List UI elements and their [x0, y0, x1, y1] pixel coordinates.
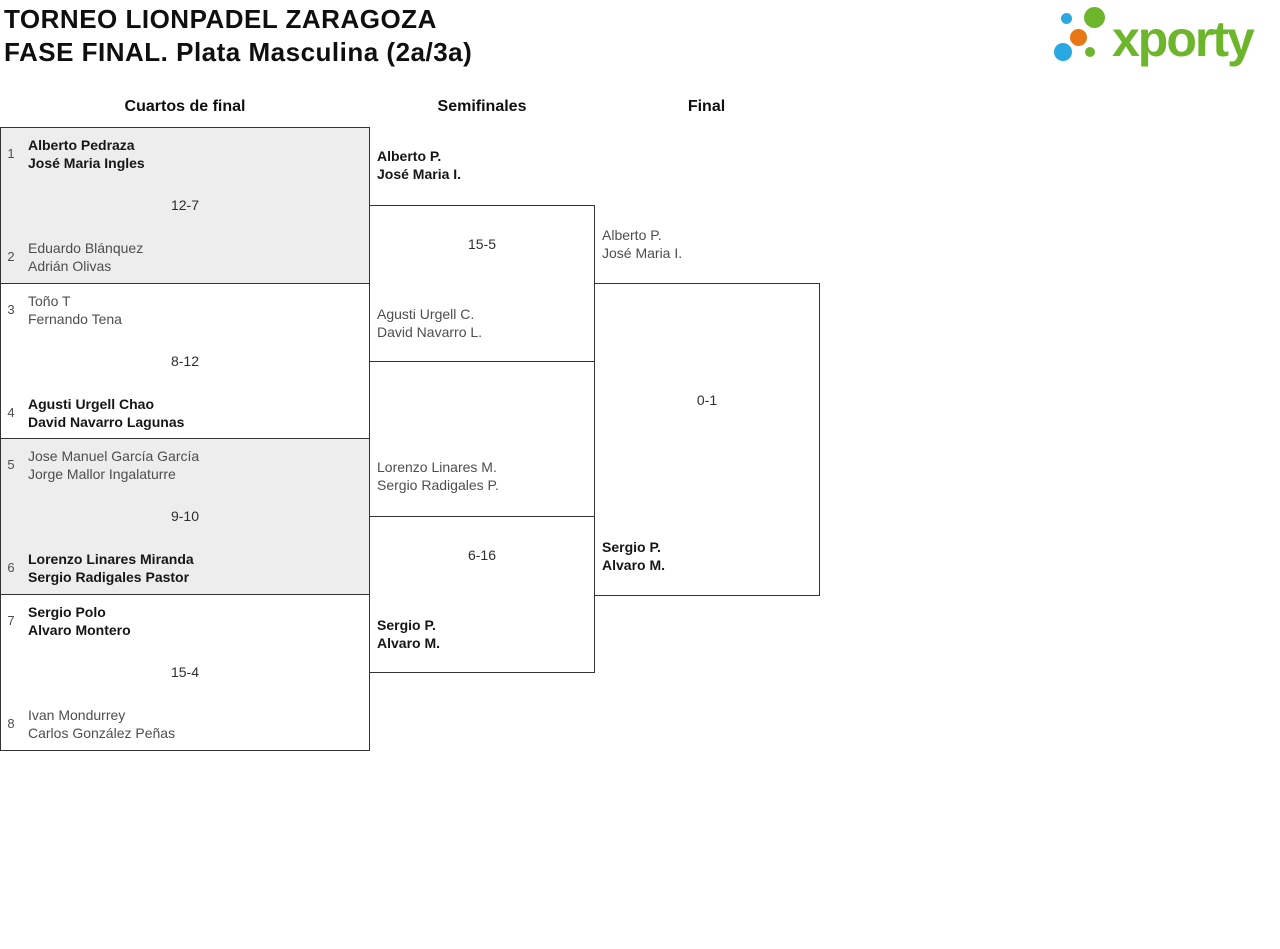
seed-qf3-top: 5	[7, 457, 15, 472]
player-name: David Navarro L.	[377, 324, 483, 340]
logo-wordmark: xporty	[1112, 11, 1255, 67]
match-box-qf1	[0, 127, 370, 284]
team-qf4-top: Sergio Polo Alvaro Montero	[28, 603, 131, 639]
team-qf2-bottom: Agusti Urgell Chao David Navarro Lagunas	[28, 395, 184, 431]
player-name: Alvaro M.	[602, 557, 666, 573]
logo-dot-blue-small-icon	[1061, 13, 1072, 24]
player-name: Fernando Tena	[28, 311, 122, 327]
team-qf4-bottom: Ivan Mondurrey Carlos González Peñas	[28, 706, 175, 742]
player-name: Ivan Mondurrey	[28, 707, 126, 723]
player-name: José Maria I.	[377, 166, 462, 182]
column-header-semifinals: Semifinales	[437, 98, 527, 115]
player-name: Lorenzo Linares M.	[377, 459, 497, 475]
player-name: Jose Manuel García García	[28, 448, 200, 464]
player-name: Sergio Radigales P.	[377, 477, 499, 493]
player-name: José Maria Ingles	[28, 155, 145, 171]
seed-qf1-top: 1	[7, 146, 15, 161]
seed-qf2-top: 3	[7, 302, 15, 317]
player-name: Agusti Urgell C.	[377, 306, 475, 322]
seed-qf4-bottom: 8	[7, 716, 15, 731]
page-title-line1: TORNEO LIONPADEL ZARAGOZA	[4, 4, 437, 34]
seed-qf1-bottom: 2	[7, 249, 15, 264]
page-title-line2: FASE FINAL. Plata Masculina (2a/3a)	[4, 37, 473, 67]
player-name: Alvaro M.	[377, 635, 441, 651]
score-qf2: 8-12	[170, 353, 200, 369]
player-name: Sergio P.	[377, 617, 436, 633]
player-name: Toño T	[28, 293, 71, 309]
score-sf1: 15-5	[467, 236, 497, 252]
player-name: Alberto P.	[602, 227, 662, 243]
score-sf2: 6-16	[467, 547, 497, 563]
logo-dot-green-small-icon	[1085, 47, 1095, 57]
team-sf2-top: Lorenzo Linares M. Sergio Radigales P.	[377, 458, 499, 494]
xporty-logo[interactable]: xporty	[1052, 0, 1280, 80]
team-qf3-bottom: Lorenzo Linares Miranda Sergio Radigales…	[28, 550, 194, 586]
score-qf3: 9-10	[170, 508, 200, 524]
player-name: Carlos González Peñas	[28, 725, 176, 741]
player-name: Eduardo Blánquez	[28, 240, 144, 256]
match-box-final	[594, 283, 820, 596]
score-final: 0-1	[696, 392, 718, 408]
player-name: Jorge Mallor Ingalaturre	[28, 466, 176, 482]
column-header-quarterfinals: Cuartos de final	[124, 98, 246, 115]
player-name: Alvaro Montero	[28, 622, 131, 638]
seed-qf4-top: 7	[7, 613, 15, 628]
team-qf1-bottom: Eduardo Blánquez Adrián Olivas	[28, 239, 143, 275]
player-name: Agusti Urgell Chao	[28, 396, 155, 412]
team-final-top: Alberto P. José Maria I.	[602, 226, 682, 262]
team-sf2-bottom: Sergio P. Alvaro M.	[377, 616, 440, 652]
player-name: Sergio P.	[602, 539, 661, 555]
column-header-final: Final	[687, 98, 726, 115]
match-box-qf3	[0, 438, 370, 595]
team-sf1-bottom: Agusti Urgell C. David Navarro L.	[377, 305, 482, 341]
seed-qf2-bottom: 4	[7, 405, 15, 420]
logo-dot-orange-icon	[1070, 29, 1087, 46]
score-qf4: 15-4	[170, 664, 200, 680]
seed-qf3-bottom: 6	[7, 560, 15, 575]
team-sf1-top: Alberto P. José Maria I.	[377, 147, 461, 183]
team-qf2-top: Toño T Fernando Tena	[28, 292, 122, 328]
player-name: Alberto P.	[377, 148, 442, 164]
score-qf1: 12-7	[170, 197, 200, 213]
player-name: Sergio Polo	[28, 604, 106, 620]
team-qf1-top: Alberto Pedraza José Maria Ingles	[28, 136, 145, 172]
logo-dot-blue-big-icon	[1054, 43, 1072, 61]
player-name: Alberto Pedraza	[28, 137, 135, 153]
player-name: Sergio Radigales Pastor	[28, 569, 190, 585]
team-final-bottom: Sergio P. Alvaro M.	[602, 538, 665, 574]
player-name: David Navarro Lagunas	[28, 414, 185, 430]
player-name: Adrián Olivas	[28, 258, 112, 274]
player-name: Lorenzo Linares Miranda	[28, 551, 194, 567]
team-qf3-top: Jose Manuel García García Jorge Mallor I…	[28, 447, 199, 483]
player-name: José Maria I.	[602, 245, 683, 261]
logo-dot-green-big-icon	[1084, 7, 1105, 28]
